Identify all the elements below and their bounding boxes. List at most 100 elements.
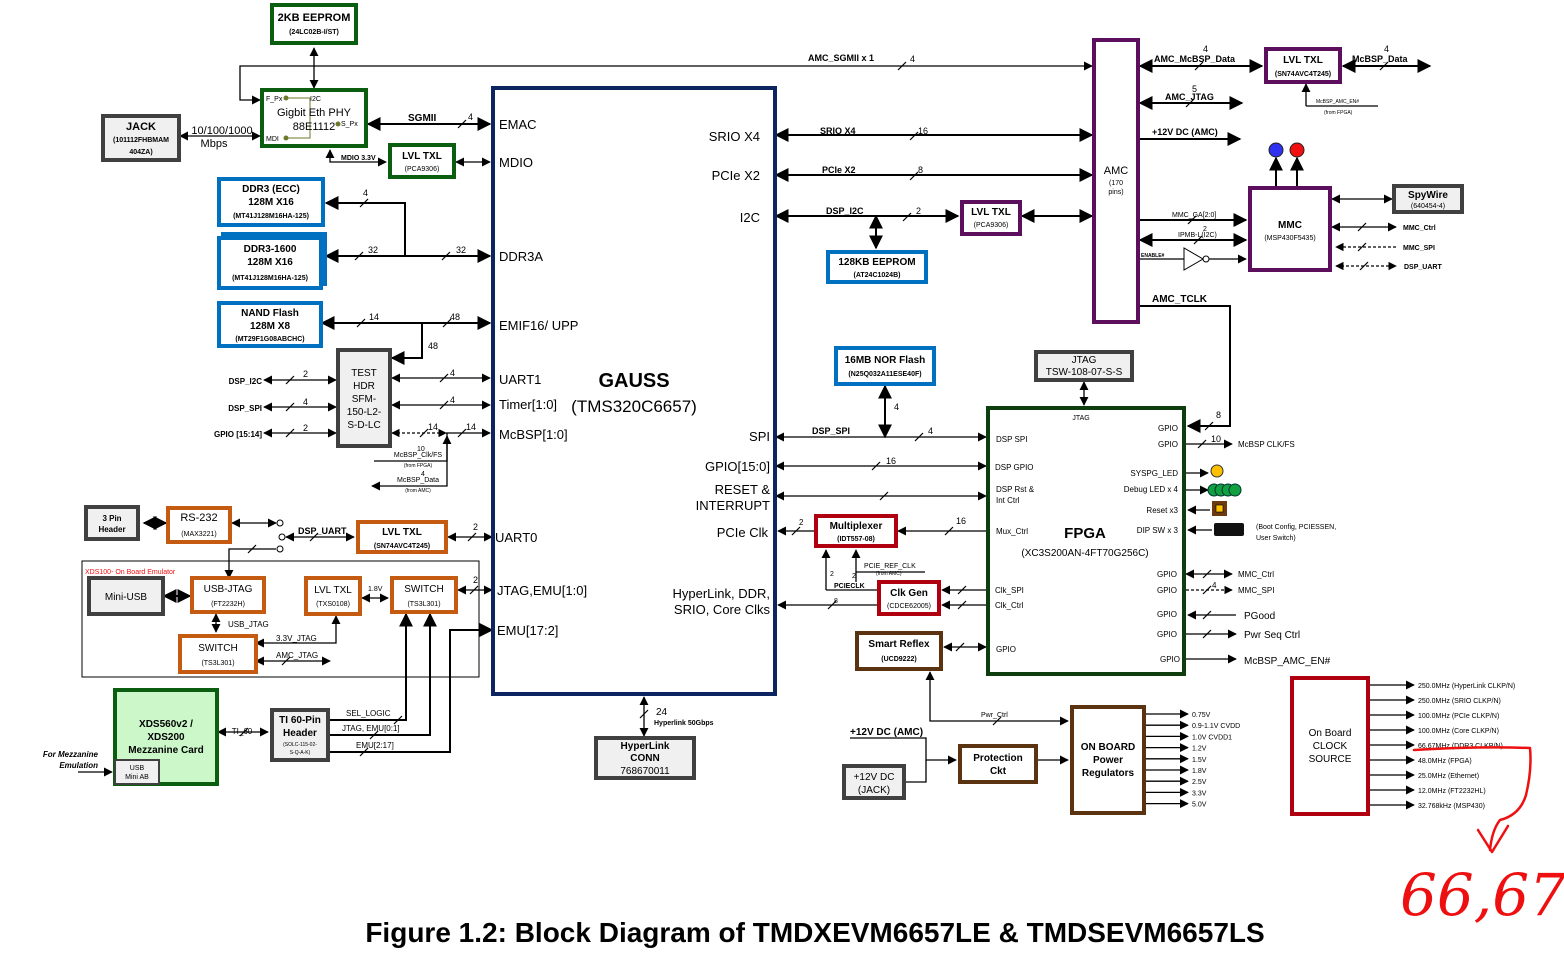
jtag-header: JTAG TSW-108-07-S-S <box>1034 350 1134 382</box>
gigabit-eth-phy: F_Px I2C S_Px MDI Gigbit Eth PHY 88E1112 <box>260 88 368 148</box>
svg-text:(170: (170 <box>1109 180 1123 187</box>
amc-mcbsp-label: AMC_McBSP_Data <box>1154 54 1236 64</box>
svg-text:S-D-LC: S-D-LC <box>347 420 380 431</box>
svg-text:4: 4 <box>928 426 933 436</box>
svg-text:S-Q-A-K): S-Q-A-K) <box>290 750 311 756</box>
regulator-output: 1.0V CVDD1 <box>1192 734 1232 741</box>
svg-text:Clk_Ctrl: Clk_Ctrl <box>995 601 1024 610</box>
mcbsp-en-from-fpga: (from FPGA) <box>1324 110 1353 116</box>
svg-text:GPIO: GPIO <box>1157 630 1177 639</box>
jack: JACK (101112FHBMAM 404ZA) <box>101 114 181 162</box>
svg-text:HyperLink: HyperLink <box>621 741 670 752</box>
svg-text:(TS3L301): (TS3L301) <box>407 601 440 608</box>
rs-232: RS-232 (MAX3221) <box>166 506 232 544</box>
svg-text:4: 4 <box>1384 44 1389 54</box>
svg-text:48: 48 <box>428 341 438 351</box>
svg-text:DSP GPIO: DSP GPIO <box>995 463 1034 472</box>
dip-note: (Boot Config, PCIESSEN, <box>1256 524 1336 531</box>
svg-text:(24LC02B-I/ST): (24LC02B-I/ST) <box>289 29 339 36</box>
svg-text:(FT2232H): (FT2232H) <box>211 601 245 608</box>
clock-outputs: 250.0MHz (HyperLink CLKP/N)250.0MHz (SRI… <box>1418 683 1515 810</box>
svg-text:HDR: HDR <box>353 381 375 392</box>
xds560-mezzanine: XDS560v2 / XDS200 Mezzanine Card USB Min… <box>113 688 219 786</box>
mcbsp-data-label: McBSP_Data <box>397 477 439 484</box>
usb-jtag: USB-JTAG (FT2232H) <box>190 576 266 614</box>
clock-output: 48.0MHz (FPGA) <box>1418 758 1472 765</box>
amc-jtag-label: AMC_JTAG <box>1165 92 1214 102</box>
svg-text:48: 48 <box>450 312 460 322</box>
svg-text:Ckt: Ckt <box>990 766 1007 777</box>
enable-label: ENABLE# <box>1141 253 1165 259</box>
p12v-amc-bottom-label: +12V DC (AMC) <box>850 727 923 738</box>
svg-text:14: 14 <box>428 422 438 432</box>
svg-text:Protection: Protection <box>973 753 1022 764</box>
svg-text:F_Px: F_Px <box>266 96 283 103</box>
svg-text:LVL TXL: LVL TXL <box>1283 55 1323 66</box>
mcbsp-data-right-label: McBSP_Data <box>1352 54 1409 64</box>
svg-text:Int Ctrl: Int Ctrl <box>996 496 1020 505</box>
svg-text:SPI: SPI <box>749 429 770 444</box>
svg-text:(MSP430F5435): (MSP430F5435) <box>1264 235 1315 242</box>
svg-text:Timer[1:0]: Timer[1:0] <box>499 397 557 412</box>
svg-text:I2C: I2C <box>310 96 321 103</box>
wires <box>78 47 1432 810</box>
svg-text:GPIO: GPIO <box>1160 655 1180 664</box>
svg-text:MDI: MDI <box>266 136 279 143</box>
svg-text:NAND Flash: NAND Flash <box>241 308 299 319</box>
svg-text:PCIe Clk: PCIe Clk <box>717 525 769 540</box>
fpga-mmc-spi-label: MMC_SPI <box>1238 586 1274 595</box>
svg-text:GAUSS: GAUSS <box>598 370 669 392</box>
svg-text:+12V DC: +12V DC <box>854 772 895 783</box>
svg-text:DDR3-1600: DDR3-1600 <box>244 244 297 255</box>
lvl-txl-i2c: LVL TXL (PCA9306) <box>960 200 1022 236</box>
mini-usb: Mini-USB <box>87 576 165 616</box>
svg-text:JTAG: JTAG <box>1072 415 1089 422</box>
svg-text:(PCA9306): (PCA9306) <box>405 166 440 173</box>
svg-text:TEST: TEST <box>351 368 377 379</box>
svg-text:Reset x3: Reset x3 <box>1146 506 1178 515</box>
svg-text:TSW-108-07-S-S: TSW-108-07-S-S <box>1046 367 1123 378</box>
amc-tclk-label: AMC_TCLK <box>1152 294 1208 305</box>
svg-text:GPIO[15:0]: GPIO[15:0] <box>705 459 770 474</box>
svg-text:(N25Q032A11ESE40F): (N25Q032A11ESE40F) <box>848 371 921 378</box>
amc-sgmii-label: AMC_SGMII x 1 <box>808 53 874 63</box>
regulator-output: 1.5V <box>1192 757 1207 764</box>
svg-text:FPGA: FPGA <box>1064 525 1106 542</box>
svg-text:4: 4 <box>363 188 368 198</box>
regulator-output: 2.5V <box>1192 779 1207 786</box>
svg-text:PCIe X2: PCIe X2 <box>712 168 760 183</box>
dip-note-2: User Switch) <box>1256 535 1296 542</box>
test-header: TEST HDR SFM- 150-L2- S-D-LC <box>336 348 392 448</box>
svg-text:8: 8 <box>918 165 923 175</box>
svg-text:LVL TXL: LVL TXL <box>314 585 352 596</box>
dsp-gauss: GAUSS (TMS320C6657) EMAC MDIO DDR3A EMIF… <box>491 86 777 696</box>
ddr3-1600: DDR3-1600 128M X16 (MT41J128M16HA-125) <box>217 232 327 290</box>
svg-text:SYSPG_LED: SYSPG_LED <box>1130 469 1178 478</box>
regulator-output: 1.2V <box>1192 746 1207 753</box>
sel-logic-label: SEL_LOGIC <box>346 709 391 718</box>
svg-text:DDR3 (ECC): DDR3 (ECC) <box>242 184 300 195</box>
svg-text:USB: USB <box>130 765 145 772</box>
svg-text:(SN74AVC4T245): (SN74AVC4T245) <box>1275 71 1331 78</box>
svg-text:4: 4 <box>450 395 455 405</box>
svg-text:2: 2 <box>1203 226 1207 233</box>
svg-text:GPIO: GPIO <box>996 645 1016 654</box>
fpga: JTAG FPGA (XC3S200AN-4FT70G256C) DSP SPI… <box>986 406 1186 676</box>
svg-text:UART1: UART1 <box>499 372 541 387</box>
svg-text:LVL TXL: LVL TXL <box>382 527 422 538</box>
lvl-txl-mdio: LVL TXL (PCA9306) <box>388 143 456 179</box>
svg-text:(XC3S200AN-4FT70G256C): (XC3S200AN-4FT70G256C) <box>1021 548 1148 559</box>
eeprom-128kb: 128KB EEPROM (AT24C1024B) <box>826 250 928 284</box>
svg-text:JTAG,EMU[1:0]: JTAG,EMU[1:0] <box>497 583 587 598</box>
mmc: MMC (MSP430F5435) <box>1248 186 1332 272</box>
svg-text:MMC: MMC <box>1278 220 1302 231</box>
svg-text:4: 4 <box>303 397 308 407</box>
svg-text:LVL TXL: LVL TXL <box>402 151 442 162</box>
xds100-emulator: XDS100- On Board Emulator <box>81 560 480 678</box>
svg-text:XDS560v2 /: XDS560v2 / <box>139 719 193 730</box>
clock-output: 32.768kHz (MSP430) <box>1418 803 1485 810</box>
svg-text:128M X16: 128M X16 <box>248 197 294 208</box>
svg-text:GPIO: GPIO <box>1157 610 1177 619</box>
svg-text:On Board: On Board <box>1309 728 1352 739</box>
